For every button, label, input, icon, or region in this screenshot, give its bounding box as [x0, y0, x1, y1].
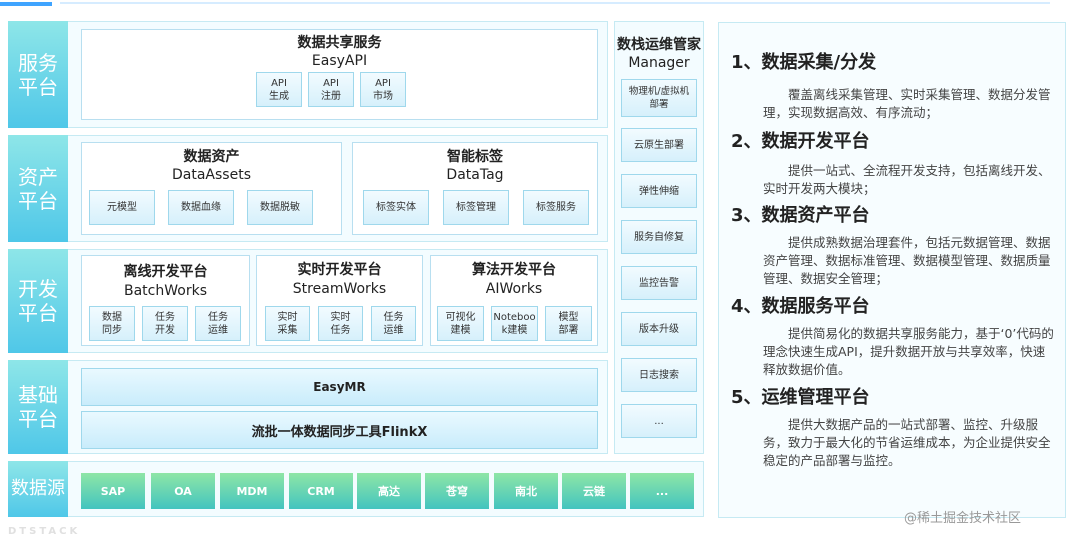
easyapi-box: 数据共享服务 EasyAPI API 生成 API 注册 API 市场	[81, 29, 598, 120]
top-divider-line	[60, 2, 1050, 4]
manager-item-log-search: 日志搜索	[621, 358, 697, 392]
source-mdm: MDM	[220, 473, 284, 509]
section-body-collect: 覆盖离线采集管理、实时采集管理、数据分发管理，实现数据高效、有序流动；	[763, 87, 1051, 120]
batchworks-subtitle: BatchWorks	[124, 283, 207, 299]
section-body-ops: 提供大数据产品的一站式部署、监控、升级服务，致力于最大化的节省运维成本，为企业提…	[763, 417, 1051, 468]
chip-data-lineage: 数据血缘	[168, 190, 234, 225]
chip-task-dev: 任务 开发	[142, 306, 188, 341]
section-title-asset: 3、数据资产平台	[731, 205, 870, 226]
aiworks-title: 算法开发平台	[472, 262, 556, 278]
aiworks-box: 算法开发平台 AIWorks 可视化 建模 Notebоо k建模 模型 部署	[430, 255, 598, 346]
manager-title: 数栈运维管家	[617, 37, 701, 53]
source-sap: SAP	[81, 473, 145, 509]
batchworks-box: 离线开发平台 BatchWorks 数据 同步 任务 开发 任务 运维	[81, 255, 250, 346]
chip-tag-entity: 标签实体	[363, 190, 429, 225]
section-title-dev: 2、数据开发平台	[731, 131, 870, 152]
section-title-collect: 1、数据采集/分发	[731, 52, 877, 73]
manager-item-more: ...	[621, 404, 697, 438]
section-body-service: 提供简易化的数据共享服务能力，基于‘0’代码的理念快速生成API，提升数据开放与…	[763, 326, 1054, 377]
streamworks-subtitle: StreamWorks	[292, 281, 387, 297]
manager-item-elastic: 弹性伸缩	[621, 174, 697, 208]
row-label-source: 数据源	[8, 461, 68, 517]
chip-api-generate: API 生成	[256, 72, 302, 107]
manager-subtitle: Manager	[628, 55, 690, 71]
info-panel: 1、数据采集/分发 覆盖离线采集管理、实时采集管理、数据分发管理，实现数据高效、…	[718, 22, 1066, 518]
chip-meta-model: 元模型	[89, 190, 155, 225]
easymr-bar: EasyMR	[81, 368, 598, 406]
chip-realtime-collect: 实时 采集	[265, 306, 310, 341]
manager-item-upgrade: 版本升级	[621, 312, 697, 346]
manager-item-vm-deploy: 物理机/虚拟机 部署	[621, 79, 697, 117]
dataassets-box: 数据资产 DataAssets 元模型 数据血缘 数据脱敏	[81, 142, 342, 235]
datatag-subtitle: DataTag	[446, 167, 504, 183]
chip-notebook-modeling: Notebоо k建模	[491, 306, 538, 341]
datatag-box: 智能标签 DataTag 标签实体 标签管理 标签服务	[352, 142, 598, 235]
source-gaoda: 高达	[357, 473, 421, 509]
datatag-title: 智能标签	[447, 149, 503, 165]
chip-visual-modeling: 可视化 建模	[437, 306, 484, 341]
easyapi-title: 数据共享服务	[297, 35, 382, 51]
section-title-ops: 5、运维管理平台	[731, 387, 870, 408]
dataassets-subtitle: DataAssets	[172, 167, 251, 183]
chip-data-masking: 数据脱敏	[247, 190, 313, 225]
chip-realtime-task: 实时 任务	[318, 306, 363, 341]
chip-api-register: API 注册	[308, 72, 354, 107]
section-body-dev: 提供一站式、全流程开发支持，包括离线开发、实时开发两大模块；	[763, 163, 1051, 196]
chip-api-market: API 市场	[360, 72, 406, 107]
easyapi-subtitle: EasyAPI	[311, 53, 368, 69]
manager-item-self-heal: 服务自修复	[621, 220, 697, 254]
aiworks-subtitle: AIWorks	[485, 281, 543, 297]
section-body-asset: 提供成熟数据治理套件，包括元数据管理、数据资产管理、数据标准管理、数据模型管理、…	[763, 235, 1051, 286]
row-label-base: 基础 平台	[8, 360, 68, 454]
chip-tag-service: 标签服务	[523, 190, 589, 225]
batchworks-title: 离线开发平台	[123, 264, 208, 280]
chip-tag-manage: 标签管理	[443, 190, 509, 225]
source-nanbei: 南北	[494, 473, 558, 509]
manager-item-monitor: 监控告警	[621, 266, 697, 300]
streamworks-title: 实时开发平台	[297, 262, 382, 278]
flinkx-bar: 流批一体数据同步工具FlinkX	[81, 411, 598, 449]
source-crm: CRM	[289, 473, 353, 509]
source-yunlian: 云链	[562, 473, 626, 509]
chip-model-deploy: 模型 部署	[545, 306, 592, 341]
source-oa: OA	[151, 473, 215, 509]
streamworks-box: 实时开发平台 StreamWorks 实时 采集 实时 任务 任务 运维	[256, 255, 423, 346]
section-title-service: 4、数据服务平台	[731, 296, 870, 317]
top-accent-bar	[0, 2, 52, 6]
row-label-service: 服务 平台	[8, 21, 68, 128]
watermark-text: @稀土掘金技术社区	[904, 511, 1022, 526]
chip-stream-task-ops: 任务 运维	[371, 306, 416, 341]
chip-data-sync: 数据 同步	[89, 306, 135, 341]
chip-task-ops: 任务 运维	[195, 306, 241, 341]
row-label-dev: 开发 平台	[8, 249, 68, 353]
row-label-asset: 资产 平台	[8, 135, 68, 242]
manager-item-cloud-native: 云原生部署	[621, 128, 697, 162]
source-more: ...	[630, 473, 694, 509]
dataassets-title: 数据资产	[183, 149, 240, 165]
dtstack-logo: DTSTACK	[8, 526, 81, 537]
source-cangqiong: 苍穹	[425, 473, 489, 509]
